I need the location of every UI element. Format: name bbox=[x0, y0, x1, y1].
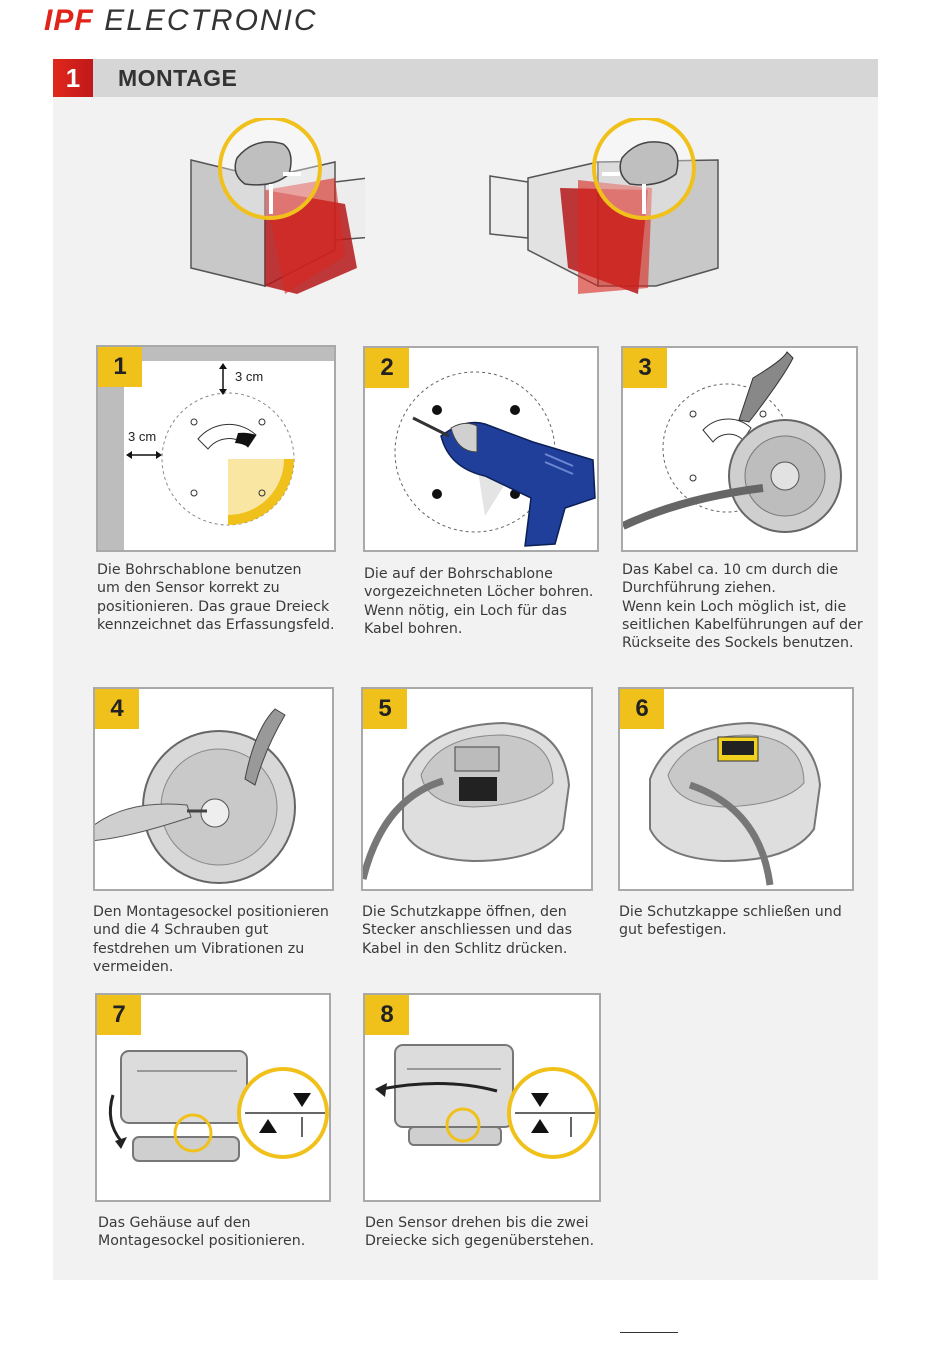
section-title: MONTAGE bbox=[118, 65, 238, 91]
step-1-label-vertical: 3 cm bbox=[235, 369, 264, 384]
step-4-caption: Den Montagesockel positionieren und die … bbox=[93, 904, 329, 975]
step-8-number: 8 bbox=[365, 995, 409, 1035]
step-1-image: 1 3 cm 3 cm bbox=[96, 345, 336, 552]
brand-logo: IPF ELECTRONIC bbox=[44, 4, 318, 38]
step-7-caption: Das Gehäuse auf den Montagesockel positi… bbox=[98, 1215, 306, 1250]
step-2-number: 2 bbox=[365, 348, 409, 388]
section-header: 1 MONTAGE bbox=[53, 59, 878, 97]
step-6-caption: Die Schutzkappe schließen und gut befest… bbox=[619, 904, 842, 939]
step-7-image: 7 bbox=[95, 993, 331, 1202]
step-8-caption: Den Sensor drehen bis die zwei Dreiecke … bbox=[365, 1215, 595, 1250]
corner-mount-illustration-right bbox=[489, 118, 719, 294]
step-3-caption: Das Kabel ca. 10 cm durch die Durchführu… bbox=[622, 562, 863, 652]
step-1-caption: Die Bohrschablone benutzen um den Sensor… bbox=[97, 562, 335, 633]
step-6-image: 6 bbox=[618, 687, 854, 891]
step-2-image: 2 bbox=[363, 346, 599, 552]
step-1-label-horizontal: 3 cm bbox=[128, 429, 157, 444]
step-5-number: 5 bbox=[363, 689, 407, 729]
section-number: 1 bbox=[53, 59, 93, 97]
brand-electronic: ELECTRONIC bbox=[104, 4, 318, 37]
step-2-caption: Die auf der Bohrschablone vorgezeichnete… bbox=[364, 566, 594, 637]
step-3-number: 3 bbox=[623, 348, 667, 388]
corner-mount-illustration-left bbox=[190, 118, 365, 294]
step-5-image: 5 bbox=[361, 687, 593, 891]
step-5-caption: Die Schutzkappe öffnen, den Stecker ansc… bbox=[362, 904, 572, 957]
step-7-number: 7 bbox=[97, 995, 141, 1035]
step-1-number: 1 bbox=[98, 347, 142, 387]
step-6-number: 6 bbox=[620, 689, 664, 729]
step-8-image: 8 bbox=[363, 993, 601, 1202]
footer-rule bbox=[620, 1332, 678, 1333]
step-4-number: 4 bbox=[95, 689, 139, 729]
step-4-image: 4 bbox=[93, 687, 334, 891]
brand-ipf: IPF bbox=[44, 4, 94, 37]
step-3-image: 3 bbox=[621, 346, 858, 552]
